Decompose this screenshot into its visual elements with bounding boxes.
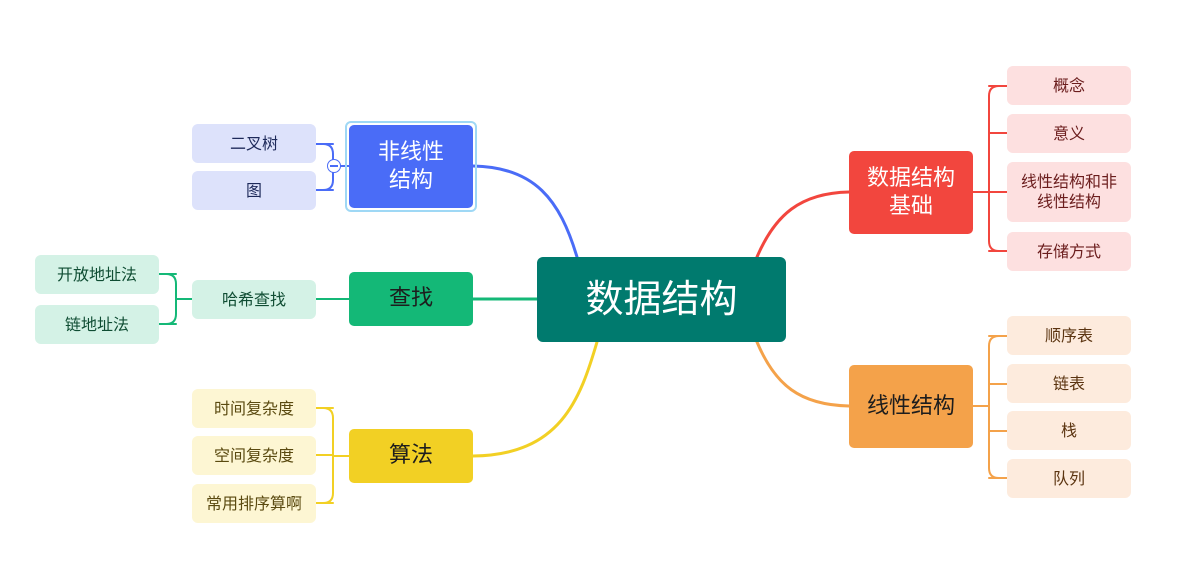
topic-data-structure-basics[interactable]: 数据结构基础 — [849, 151, 973, 234]
link-root-algorithm — [471, 340, 599, 458]
root-topic[interactable]: 数据结构 — [537, 257, 786, 342]
leaf-meaning[interactable]: 意义 — [1007, 114, 1131, 153]
leaf-sequential-list[interactable]: 顺序表 — [1007, 316, 1131, 355]
link-root-nonlinear — [471, 164, 579, 259]
leaf-common-sorting[interactable]: 常用排序算啊 — [192, 484, 316, 523]
topic-linear-structure[interactable]: 线性结构 — [849, 365, 973, 448]
leaf-concept[interactable]: 概念 — [1007, 66, 1131, 105]
leaf-storage-methods[interactable]: 存储方式 — [1007, 232, 1131, 271]
link-basics-bracket — [988, 85, 1000, 252]
link-hash-bracket — [165, 273, 177, 325]
selection-outline — [345, 121, 477, 212]
topic-nonlinear-structure[interactable]: 非线性结构 — [349, 125, 473, 208]
collapse-toggle-icon[interactable] — [327, 159, 341, 173]
leaf-time-complexity[interactable]: 时间复杂度 — [192, 389, 316, 428]
leaf-linear-and-nonlinear[interactable]: 线性结构和非线性结构 — [1007, 162, 1131, 222]
leaf-open-addressing[interactable]: 开放地址法 — [35, 255, 159, 294]
link-root-linear — [755, 340, 851, 408]
leaf-space-complexity[interactable]: 空间复杂度 — [192, 436, 316, 475]
link-root-basics — [755, 190, 851, 259]
leaf-hash-search[interactable]: 哈希查找 — [192, 280, 316, 319]
topic-algorithm[interactable]: 算法 — [349, 429, 473, 483]
link-linear-bracket — [988, 335, 1000, 479]
leaf-binary-tree[interactable]: 二叉树 — [192, 124, 316, 163]
topic-search[interactable]: 查找 — [349, 272, 473, 326]
leaf-chaining[interactable]: 链地址法 — [35, 305, 159, 344]
leaf-queue[interactable]: 队列 — [1007, 459, 1131, 498]
leaf-graph[interactable]: 图 — [192, 171, 316, 210]
leaf-stack[interactable]: 栈 — [1007, 411, 1131, 450]
leaf-linked-list[interactable]: 链表 — [1007, 364, 1131, 403]
